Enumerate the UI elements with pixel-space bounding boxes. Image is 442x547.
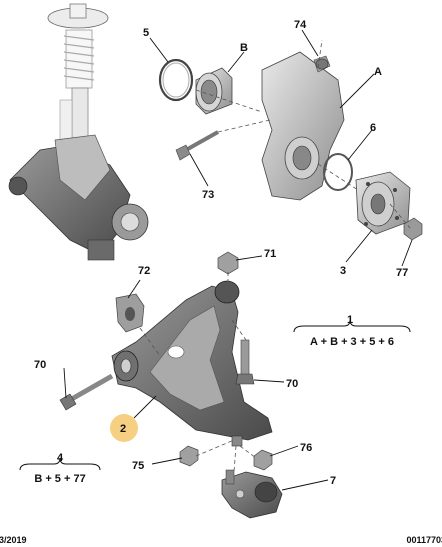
control-arm-part	[111, 280, 273, 447]
bush-bracket-part	[115, 293, 145, 333]
footer-reference: 00117703	[406, 535, 442, 545]
seal-ring-part	[323, 153, 353, 191]
callout-71: 71	[264, 248, 276, 260]
callout-6: 6	[370, 122, 376, 134]
footer-date: 03/2019	[0, 535, 27, 545]
nut-75-part	[179, 445, 199, 467]
callout-B: B	[240, 42, 248, 54]
circlip-part	[158, 58, 194, 102]
callout-76: 76	[300, 442, 312, 454]
kit-1-group: 1 A + B + 3 + 5 + 6	[293, 314, 411, 348]
callout-77: 77	[396, 267, 408, 279]
hub-carrier-part	[261, 51, 345, 201]
callout-70-left: 70	[34, 359, 46, 371]
kit-1-brace	[293, 319, 411, 333]
callout-70-right: 70	[286, 378, 298, 390]
callout-7: 7	[330, 475, 336, 487]
callout-74: 74	[294, 19, 307, 31]
callout-A: A	[374, 66, 382, 78]
callout-2: 2	[120, 423, 126, 435]
bolt-70-left-part	[59, 373, 114, 411]
callout-labels: 5 B 74 A 6 73 3 77 71 72 70 70 2 75 76 7	[34, 19, 408, 487]
bolt-73-part	[175, 130, 219, 161]
callout-3: 3	[340, 265, 346, 277]
bolt-70-right-part	[235, 339, 255, 385]
highlight-circle	[110, 414, 138, 442]
assembly-guide-lines-upper	[195, 39, 411, 229]
assembly-guide-lines-lower	[139, 272, 257, 473]
kit-4-brace	[19, 457, 101, 471]
callout-73: 73	[202, 189, 214, 201]
wheel-hub-part	[355, 171, 411, 235]
callout-5: 5	[143, 27, 149, 39]
ball-joint-part	[221, 469, 283, 519]
nut-71-part	[217, 251, 239, 275]
wheel-bearing-part	[195, 67, 233, 115]
leader-lines	[63, 29, 413, 491]
kit-4-group: 4 B + 5 + 77	[19, 452, 101, 485]
kit-4-formula: B + 5 + 77	[34, 473, 85, 485]
callout-75: 75	[132, 460, 144, 472]
callout-72: 72	[138, 265, 150, 277]
strut-assembly-illustration	[8, 3, 149, 261]
hub-nut-part	[403, 217, 423, 241]
kit-1-formula: A + B + 3 + 5 + 6	[310, 336, 394, 348]
nut-76-part	[253, 449, 273, 471]
